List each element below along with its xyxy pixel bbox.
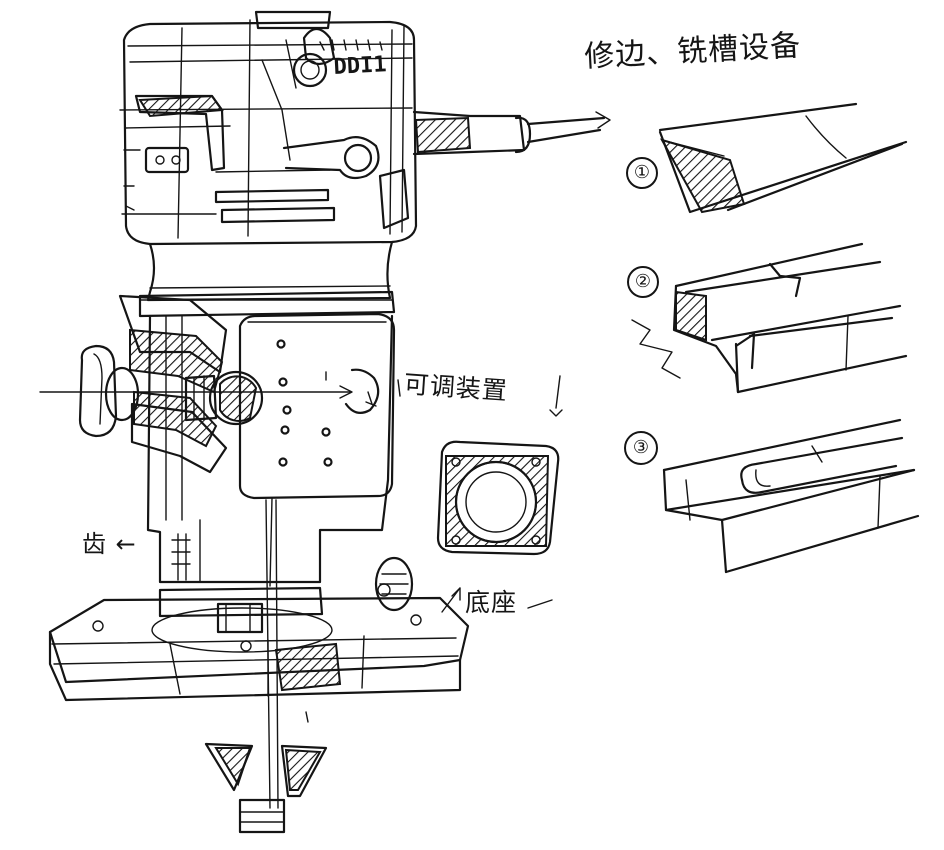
vertical-axis (265, 499, 309, 809)
bit-flute-right (284, 748, 322, 791)
model-lettering: DDI1 (319, 39, 387, 80)
base-hatch (274, 642, 342, 692)
bit-flute-left (214, 747, 252, 787)
bit-label-text: 齿 (82, 530, 107, 558)
depth-knob (374, 556, 414, 612)
knob-hatch (219, 375, 258, 422)
groove-hatch-2 (675, 290, 707, 342)
cord-strain-hatch (414, 116, 472, 154)
svg-text:DDI1: DDI1 (333, 52, 387, 80)
leader-lines (397, 375, 563, 613)
base-plate-top-view (436, 440, 560, 556)
wood-sample-edge-trim (658, 102, 908, 214)
bit-arrow-icon: ← (115, 530, 137, 558)
edge-hatch-1 (659, 138, 746, 214)
lever-hatch-upper (129, 328, 224, 394)
bit-label: 齿 ← (82, 524, 137, 559)
step-number-2: ② (627, 266, 659, 298)
wood-sample-groove (631, 242, 908, 394)
power-cord (412, 110, 611, 156)
step-number-1: ① (626, 157, 658, 189)
center-axis (39, 385, 353, 399)
wood-sample-slot (662, 418, 920, 574)
clamp-lever (78, 294, 264, 474)
router-motor-housing (119, 10, 418, 246)
step-number-3: ③ (624, 431, 658, 465)
router-neck (138, 240, 396, 318)
router-base (48, 596, 470, 702)
router-bit (204, 742, 328, 834)
vent-hatch-top (138, 94, 224, 118)
lever-hatch-lower (133, 390, 218, 448)
base-label: 底座 (465, 588, 518, 617)
adjust-device-label: 可调装置 (403, 369, 509, 406)
